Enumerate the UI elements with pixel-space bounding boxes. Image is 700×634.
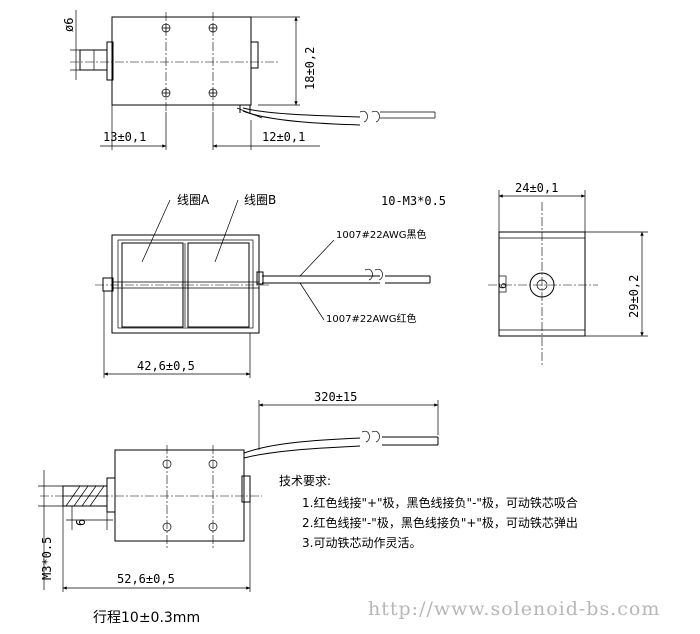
tech-title: 技术要求:: [279, 474, 331, 488]
dim-dia6: ø6: [62, 18, 76, 32]
dim-m3: M3*0.5: [40, 537, 54, 580]
dim-42: 42,6±0,5: [137, 359, 195, 373]
watermark-url: http://www.solenoid-bs.com: [368, 598, 660, 620]
dim-52: 52,6±0,5: [117, 572, 175, 586]
side-mark: 6: [498, 283, 509, 289]
front-view: 线圈A 线圈B 1007#22AWG黑色 1007#22AWG红色 10-M3*…: [95, 193, 446, 378]
screw-hole-icon: [161, 23, 218, 98]
side-view: 6 24±0,1 29±0,2: [488, 181, 648, 366]
dim-29: 29±0,2: [627, 275, 641, 318]
dim-12: 12±0,1: [262, 130, 305, 144]
tech-req-1: 1.红色线接"+"极，黑色线接负"-"极，可动铁芯吸合: [302, 495, 578, 510]
dim-screws: 10-M3*0.5: [381, 194, 446, 208]
dim-24: 24±0,1: [515, 181, 558, 195]
screw-hole-icon: [162, 459, 218, 532]
tech-req-3: 3.可动铁芯动作灵活。: [302, 536, 421, 550]
label-coil-b: 线圈B: [244, 193, 276, 207]
stroke-spec: 行程10±0.3mm: [93, 610, 200, 626]
label-coil-a: 线圈A: [177, 193, 210, 207]
bottom-view: 320±15 M3*0.5 6 52,6±0,5: [38, 390, 439, 592]
dim-13: 13±0,1: [103, 130, 146, 144]
label-wire-black: 1007#22AWG黑色: [336, 228, 426, 241]
label-wire-red: 1007#22AWG红色: [326, 312, 416, 325]
tech-req-2: 2.红色线接"-"极，黑色线接负"+"极，可动铁芯弹出: [302, 515, 578, 530]
dim-320: 320±15: [314, 390, 357, 404]
dim-6: 6: [74, 519, 88, 526]
technical-requirements: 技术要求: 1.红色线接"+"极，黑色线接负"-"极，可动铁芯吸合 2.红色线接…: [279, 474, 578, 550]
dim-18: 18±0,2: [303, 47, 317, 90]
top-view: ø6 18±0,2 13±0,1 12±0,1: [62, 10, 436, 150]
